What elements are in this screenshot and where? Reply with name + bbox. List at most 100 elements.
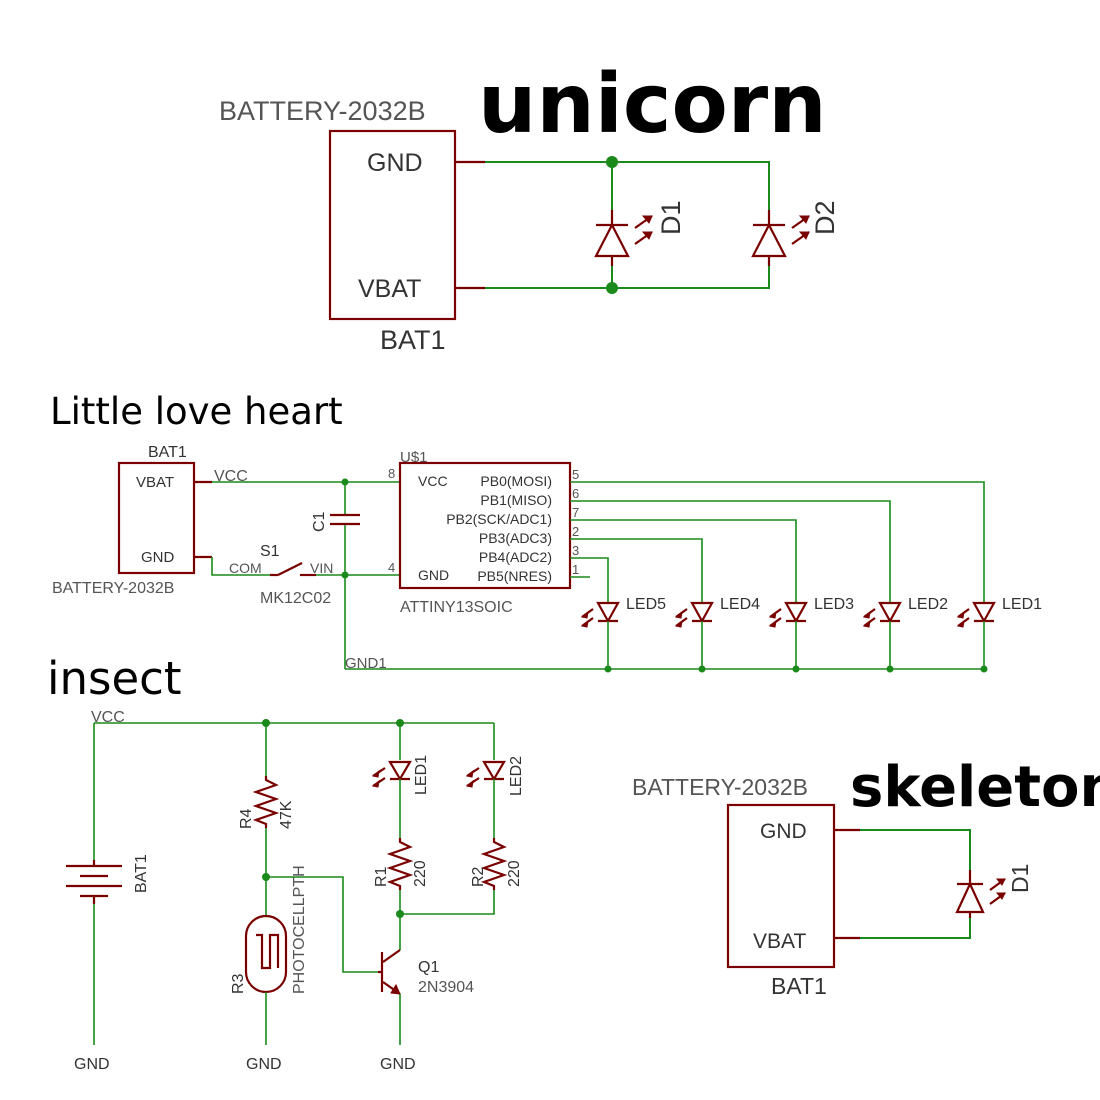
skeleton-circuit: skeleton BATTERY-2032B GND VBAT BAT1 D1 bbox=[632, 755, 1100, 999]
heart-ic-pin-number: 6 bbox=[572, 486, 579, 501]
heart-battery-body bbox=[117, 461, 196, 575]
insect-bat-ref: BAT1 bbox=[133, 854, 150, 893]
heart-cap-label: C1 bbox=[311, 511, 328, 532]
heart-circuit: Little love heart BAT1 VBAT GND BATTERY-… bbox=[50, 390, 1042, 673]
insect-r2-join-wire bbox=[400, 890, 495, 915]
skeleton-pin-gnd: GND bbox=[760, 820, 807, 843]
insect-r4-symbol bbox=[252, 776, 280, 828]
insect-r2-val: 220 bbox=[506, 860, 523, 887]
insect-q1-part: 2N3904 bbox=[418, 979, 474, 996]
heart-ic-pin-label: PB4(ADC2) bbox=[479, 549, 552, 565]
heart-ic-pin-label: PB0(MOSI) bbox=[480, 473, 552, 489]
insect-battery-symbol bbox=[66, 860, 122, 904]
heart-led-symbol bbox=[862, 601, 902, 628]
unicorn-gnd-wire bbox=[485, 161, 770, 224]
unicorn-d2-label: D2 bbox=[810, 200, 840, 235]
heart-switch-com: COM bbox=[229, 560, 262, 576]
heart-led-label: LED1 bbox=[1002, 596, 1042, 613]
skeleton-d1-led-symbol bbox=[955, 870, 1006, 918]
heart-ic-pin-number: 1 bbox=[572, 562, 579, 577]
skeleton-battery-body bbox=[726, 803, 836, 969]
heart-ic-pin-label: PB3(ADC3) bbox=[479, 530, 552, 546]
heart-switch-vin: VIN bbox=[310, 560, 333, 576]
heart-title: Little love heart bbox=[50, 390, 343, 433]
heart-ic-pin-wire bbox=[570, 557, 609, 602]
insect-r3-ref: R3 bbox=[230, 973, 247, 994]
heart-led-symbol bbox=[580, 601, 620, 628]
heart-ic-pin-number: 3 bbox=[572, 543, 579, 558]
heart-led-gnd-junction bbox=[604, 665, 612, 673]
heart-led-symbol bbox=[768, 601, 808, 628]
insect-photocell-symbol bbox=[244, 914, 288, 994]
insect-led2-label: LED2 bbox=[508, 756, 525, 796]
insect-r4-ref: R4 bbox=[238, 808, 255, 829]
unicorn-junction-top bbox=[606, 156, 618, 168]
heart-ic-ref: U$1 bbox=[400, 449, 428, 466]
heart-led-array: LED5 LED4 LED3 LED2 LED1 bbox=[580, 596, 1042, 673]
heart-com-wire bbox=[211, 557, 270, 576]
heart-led-gnd-junction bbox=[980, 665, 988, 673]
unicorn-junction-bottom bbox=[606, 282, 618, 294]
heart-bat-ref: BAT1 bbox=[148, 444, 187, 461]
heart-ic-part: ATTINY13SOIC bbox=[400, 599, 513, 616]
insect-r2-ref: R2 bbox=[470, 866, 487, 887]
insect-led2-symbol bbox=[465, 760, 506, 788]
insect-led1-label: LED1 bbox=[413, 755, 430, 795]
heart-led-symbol bbox=[674, 601, 714, 628]
heart-ic-right-pins: PB0(MOSI)5PB1(MISO)6PB2(SCK/ADC1)7PB3(AD… bbox=[446, 467, 985, 602]
heart-led-gnd-junction bbox=[886, 665, 894, 673]
skeleton-gnd-wire bbox=[860, 829, 971, 870]
heart-bat-part: BATTERY-2032B bbox=[52, 580, 174, 597]
unicorn-title: unicorn bbox=[478, 57, 827, 152]
unicorn-pin-gnd: GND bbox=[367, 149, 423, 177]
insect-gnd-2: GND bbox=[246, 1056, 282, 1073]
heart-led-symbol bbox=[956, 601, 996, 628]
insect-q1-transistor-symbol bbox=[378, 949, 401, 995]
heart-ic-pin-wire bbox=[570, 481, 985, 602]
insect-base-wire bbox=[266, 876, 378, 973]
skeleton-battery-ref: BAT1 bbox=[771, 973, 827, 999]
insect-collector-junction bbox=[396, 910, 404, 918]
skeleton-d1-label: D1 bbox=[1007, 864, 1033, 893]
unicorn-d1-led-symbol bbox=[594, 210, 653, 266]
skeleton-vbat-wire bbox=[860, 914, 971, 939]
skeleton-battery-part: BATTERY-2032B bbox=[632, 774, 808, 800]
heart-ic-pin-vcc-num: 8 bbox=[388, 466, 395, 481]
heart-ic-pin-label: PB5(NRES) bbox=[477, 568, 552, 584]
heart-ic-pin-label: PB2(SCK/ADC1) bbox=[446, 511, 552, 527]
heart-switch-ref: S1 bbox=[260, 543, 280, 560]
heart-ic-pin-number: 2 bbox=[572, 524, 579, 539]
unicorn-battery-body bbox=[328, 129, 457, 321]
insect-circuit: insect VCC BAT1 GND R4 47K R3 PHOTOC bbox=[47, 652, 525, 1073]
insect-q1-ref: Q1 bbox=[418, 959, 439, 976]
insect-r4-val: 47K bbox=[278, 800, 295, 829]
heart-led-label: LED2 bbox=[908, 596, 948, 613]
unicorn-vbat-wire bbox=[485, 256, 770, 289]
insect-r1-val: 220 bbox=[412, 860, 429, 887]
heart-ic-pin-gnd-num: 4 bbox=[388, 560, 395, 575]
skeleton-title: skeleton bbox=[850, 755, 1100, 820]
heart-ic-pin-number: 5 bbox=[572, 467, 579, 482]
heart-led-label: LED5 bbox=[626, 596, 666, 613]
heart-net-vcc: VCC bbox=[214, 468, 248, 485]
heart-led-label: LED3 bbox=[814, 596, 854, 613]
insect-r1-symbol bbox=[386, 838, 414, 890]
insect-gnd-1: GND bbox=[74, 1056, 110, 1073]
heart-pin-gnd: GND bbox=[141, 549, 175, 566]
skeleton-pin-vbat: VBAT bbox=[753, 930, 806, 953]
heart-switch-part: MK12C02 bbox=[260, 590, 331, 607]
heart-led-gnd-junction bbox=[698, 665, 706, 673]
heart-ic-pin-vcc: VCC bbox=[418, 473, 448, 489]
heart-ic-pin-gnd: GND bbox=[418, 567, 449, 583]
insect-title: insect bbox=[47, 652, 182, 705]
insect-gnd-3: GND bbox=[380, 1056, 416, 1073]
heart-led-gnd-junction bbox=[792, 665, 800, 673]
heart-ic-pin-wire bbox=[570, 519, 797, 602]
insect-net-vcc: VCC bbox=[91, 709, 125, 726]
heart-led-label: LED4 bbox=[720, 596, 760, 613]
unicorn-pin-vbat: VBAT bbox=[358, 275, 421, 303]
heart-ic-pin-wire bbox=[570, 500, 891, 602]
heart-switch-symbol bbox=[270, 562, 316, 577]
unicorn-d1-label: D1 bbox=[656, 200, 686, 235]
